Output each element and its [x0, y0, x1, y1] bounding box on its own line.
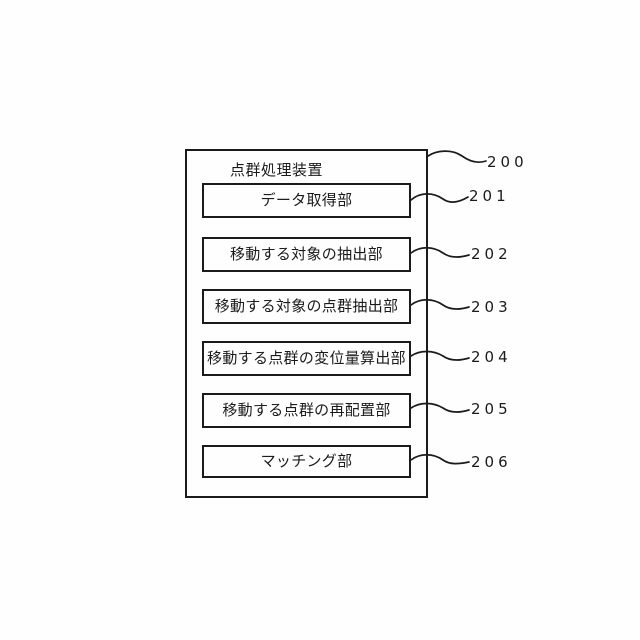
- block-label: マッチング部: [260, 452, 353, 470]
- leader-line-200: [427, 150, 487, 164]
- block-label: 移動する対象の点群抽出部: [214, 297, 399, 315]
- device-box: 点群処理装置 データ取得部 移動する対象の抽出部 移動する対象の点群抽出部 移動…: [185, 149, 428, 498]
- block-label: 移動する点群の再配置部: [222, 401, 391, 419]
- ref-number-202: 202: [471, 245, 512, 263]
- block-pointcloud-displacement-calculation: 移動する点群の変位量算出部: [202, 341, 411, 376]
- ref-number-200: 200: [487, 153, 528, 171]
- block-pointcloud-rearrangement: 移動する点群の再配置部: [202, 393, 411, 428]
- ref-number-201: 201: [469, 187, 510, 205]
- ref-number-203: 203: [471, 298, 512, 316]
- ref-number-205: 205: [471, 400, 512, 418]
- block-matching: マッチング部: [202, 445, 411, 478]
- block-moving-object-extraction: 移動する対象の抽出部: [202, 237, 411, 272]
- block-moving-object-pointcloud-extraction: 移動する対象の点群抽出部: [202, 289, 411, 324]
- block-label: 移動する点群の変位量算出部: [207, 349, 406, 367]
- block-data-acquisition: データ取得部: [202, 183, 411, 218]
- ref-number-206: 206: [471, 453, 512, 471]
- block-label: 移動する対象の抽出部: [229, 245, 383, 263]
- device-title: 点群処理装置: [230, 161, 324, 179]
- ref-number-204: 204: [471, 348, 512, 366]
- block-label: データ取得部: [260, 191, 353, 209]
